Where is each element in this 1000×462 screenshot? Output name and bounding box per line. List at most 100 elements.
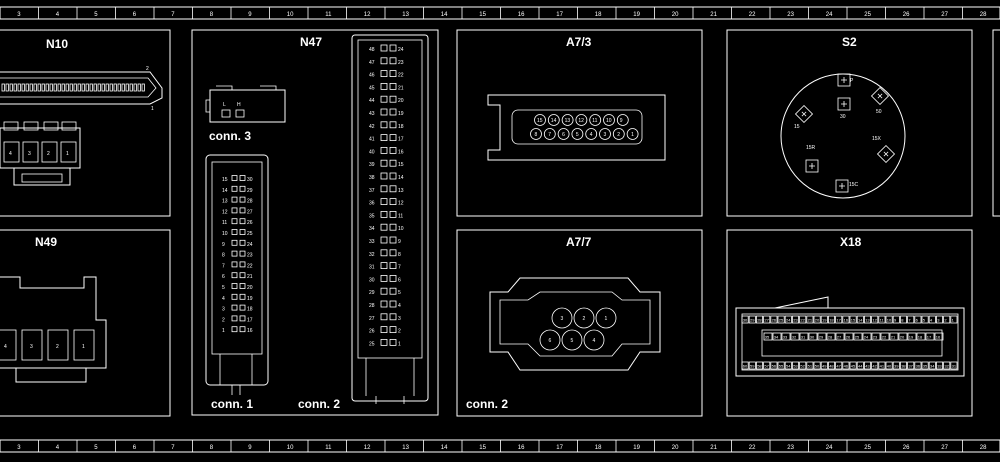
ruler-number: 10 xyxy=(287,445,294,451)
pin-label: 45 xyxy=(851,364,856,369)
pin-label: 55 xyxy=(779,364,784,369)
panel-n10-title: N10 xyxy=(46,37,68,51)
ruler-number: 5 xyxy=(94,12,98,18)
terminal xyxy=(876,144,896,164)
pin-cell xyxy=(916,332,926,341)
pin-cell xyxy=(380,223,388,231)
pin-label: 22 xyxy=(247,263,253,269)
pin-label: 16 xyxy=(247,328,253,334)
n10-pin-strip xyxy=(1,83,145,92)
pin-cell xyxy=(777,361,785,370)
pin-slot xyxy=(121,83,125,92)
ruler-number: 8 xyxy=(210,445,214,451)
pin-label: 14 xyxy=(222,188,228,194)
pin-cell xyxy=(239,272,246,279)
pin-label: 10 xyxy=(606,118,612,124)
ruler-number: 15 xyxy=(479,445,486,451)
ruler-number: 20 xyxy=(672,445,679,451)
pin-cell xyxy=(813,361,821,370)
pin-cell xyxy=(231,326,238,333)
pin-label: 14 xyxy=(398,175,404,181)
ruler-number: 28 xyxy=(980,445,987,451)
pin-cell xyxy=(380,83,388,90)
pin-slot xyxy=(113,83,117,92)
pin-slot xyxy=(53,83,57,92)
pin-label: 47 xyxy=(369,60,375,66)
ruler-number: 5 xyxy=(94,445,98,451)
ruler-number: 3 xyxy=(17,445,21,451)
pin-cell xyxy=(543,128,556,140)
pin-slot xyxy=(73,83,77,92)
pin-cell xyxy=(231,185,238,192)
pin-cell xyxy=(921,315,929,324)
pin-label: 1 xyxy=(82,344,85,350)
pin-label: 33 xyxy=(369,239,375,245)
pin-label: 25 xyxy=(855,335,860,340)
pin-cell xyxy=(0,329,17,361)
terminal-label: 15R xyxy=(806,145,816,151)
pin-cell xyxy=(231,196,238,203)
pin-label: 14 xyxy=(551,118,557,124)
pin-slot xyxy=(33,83,37,92)
n10-num-b: 1 xyxy=(151,106,154,112)
terminal-mark xyxy=(877,93,883,99)
pin-label: 39 xyxy=(369,162,375,168)
pin-label: 49 xyxy=(822,364,827,369)
panel-s2-title: S2 xyxy=(842,35,857,49)
pin-label: 6 xyxy=(222,274,225,280)
pin-label: 1 xyxy=(222,328,225,334)
pin-slot xyxy=(21,83,25,92)
pin-slot xyxy=(37,83,41,92)
pin-cell xyxy=(871,332,881,341)
pin-label: 27 xyxy=(837,335,842,340)
pin-slot xyxy=(29,83,33,92)
pin-label: 7 xyxy=(398,265,401,271)
ruler-number: 7 xyxy=(171,445,175,451)
pin-cell xyxy=(589,114,602,126)
ruler-number: 20 xyxy=(672,12,679,18)
ruler-number: 28 xyxy=(980,12,987,18)
pin-cell xyxy=(616,114,629,126)
pin-cell xyxy=(389,210,397,218)
pin-label: 7 xyxy=(548,132,551,138)
terminal-label: 15X xyxy=(872,136,882,142)
pin-slot xyxy=(1,83,5,92)
pin-slot xyxy=(117,83,121,92)
pin-cell xyxy=(389,159,397,167)
pin-cell xyxy=(239,207,246,214)
pin-label: 16 xyxy=(936,335,941,340)
pin-cell xyxy=(389,172,397,180)
pin-label: 13 xyxy=(865,318,870,323)
ruler-number: 18 xyxy=(595,445,602,451)
pin-cell xyxy=(534,114,546,126)
pin-slot xyxy=(133,83,137,92)
pin-slot xyxy=(105,83,109,92)
pin-cell xyxy=(231,261,238,268)
ruler-number: 22 xyxy=(749,445,756,451)
pin-label: 38 xyxy=(369,175,375,181)
pin-cell xyxy=(921,361,929,370)
pin-slot xyxy=(97,83,101,92)
pin-cell xyxy=(777,315,785,324)
pin-cell xyxy=(389,57,397,65)
pin-cell xyxy=(844,332,854,341)
pin-label: 23 xyxy=(873,335,878,340)
pin-cell xyxy=(880,332,890,341)
pin-label: 24 xyxy=(398,47,404,53)
pin-label: 2 xyxy=(617,132,620,138)
pin-label: 52 xyxy=(800,364,805,369)
ruler-number: 12 xyxy=(364,445,371,451)
pin-slot xyxy=(129,83,133,92)
pin-label: 28 xyxy=(828,335,833,340)
